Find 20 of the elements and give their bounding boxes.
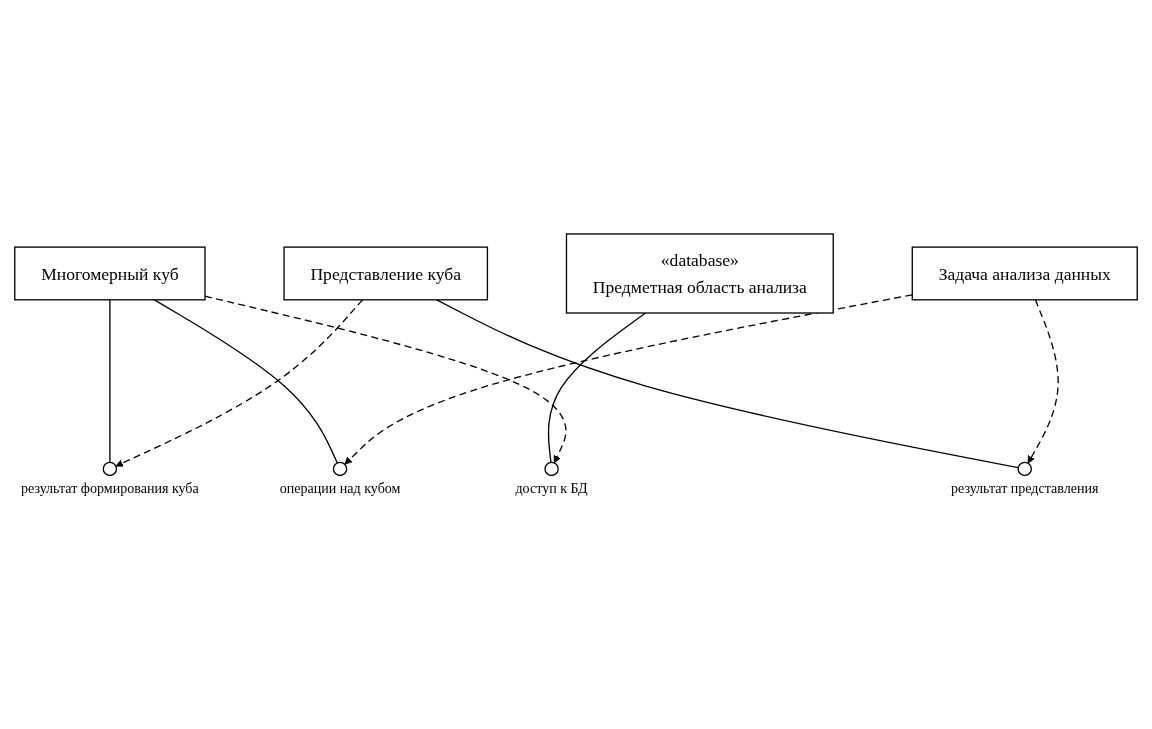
- arrow: [344, 293, 913, 465]
- node-box: «database» Предметная область анализа: [565, 232, 834, 314]
- node-circle: [544, 461, 559, 476]
- connector: [153, 298, 338, 464]
- node-box: Задача анализа данных: [911, 245, 1138, 300]
- node-box: Представление куба: [283, 245, 489, 300]
- interface-label: результат представления: [951, 479, 1099, 496]
- arrow: [115, 298, 364, 467]
- interface-label: операции над кубом: [279, 479, 401, 496]
- connector: [436, 298, 1019, 468]
- connector: [109, 298, 111, 463]
- node-circle: [332, 461, 348, 476]
- node-box: Многомерный куб: [14, 245, 206, 300]
- node-circle: [102, 461, 118, 476]
- node-circle: [1017, 461, 1032, 476]
- interface-label: доступ к БД: [515, 479, 588, 496]
- interface-label: результат формирования куба: [21, 479, 199, 496]
- arrow: [204, 294, 567, 463]
- connector: [547, 311, 647, 463]
- arrow: [1027, 298, 1059, 464]
